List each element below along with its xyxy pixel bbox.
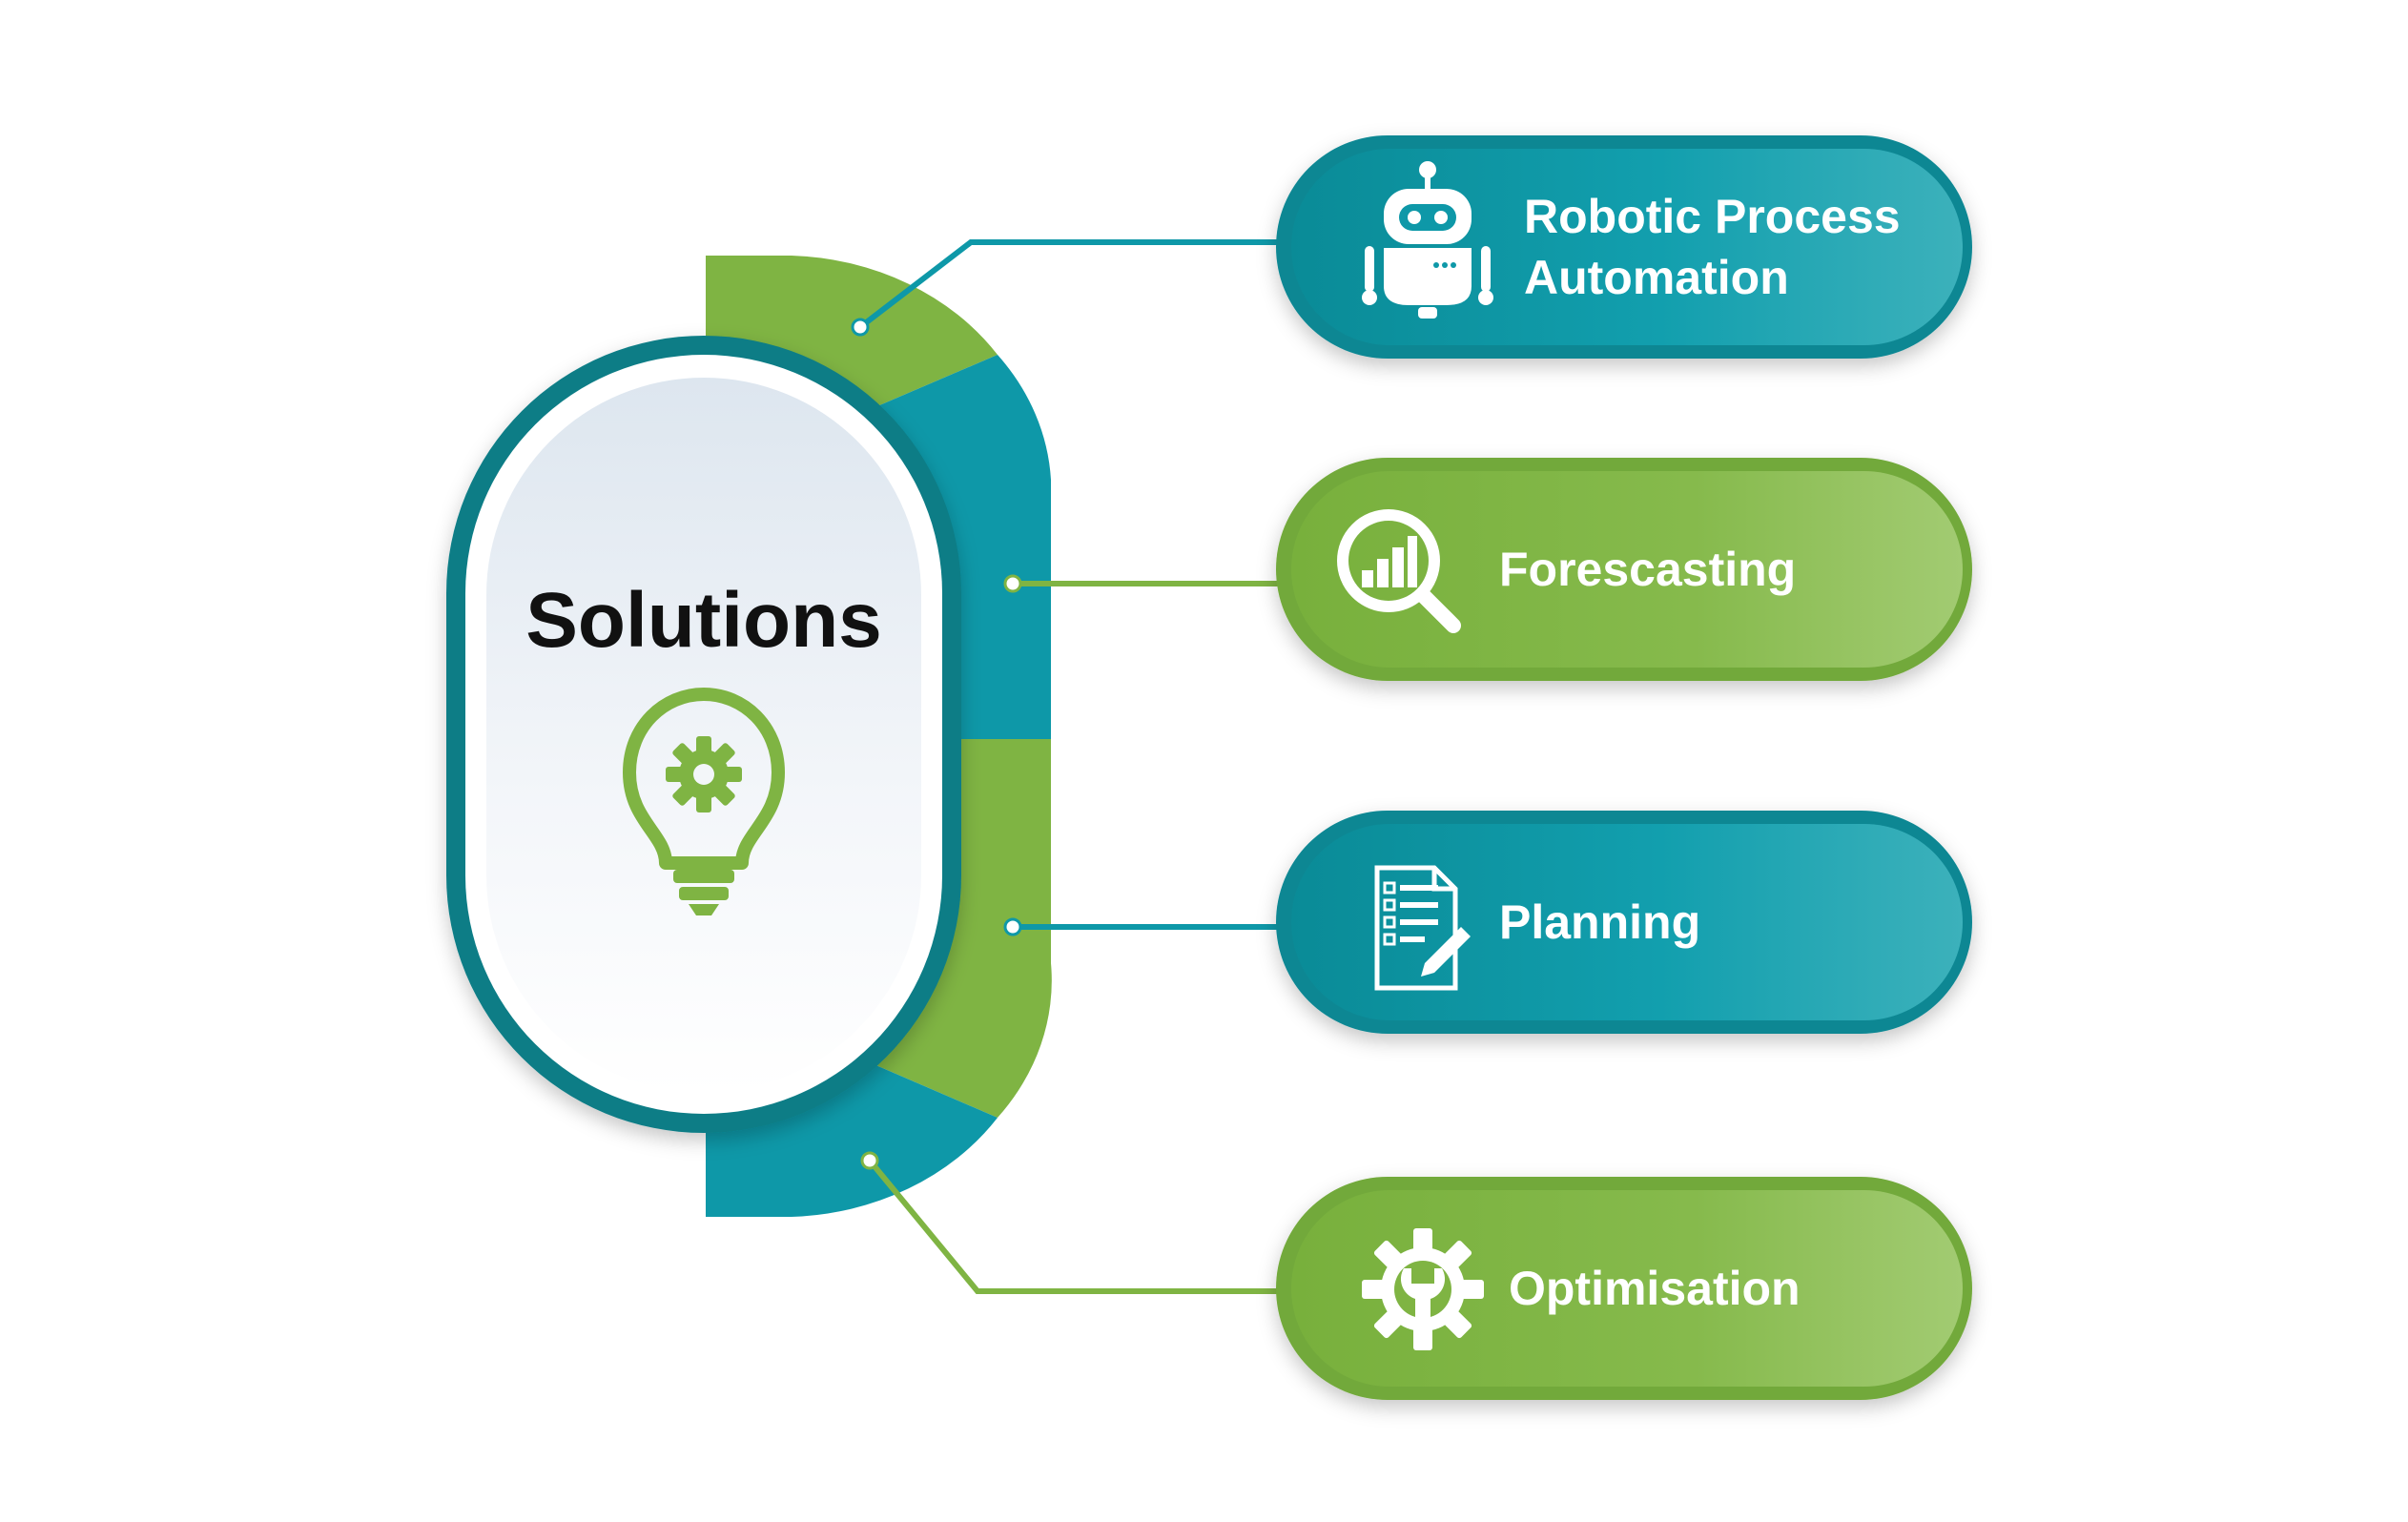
item-label-line: Planning: [1499, 895, 1700, 949]
connectors: [851, 239, 1278, 1294]
connector-4: [867, 1159, 1278, 1294]
lightbulb-gear-icon: [623, 688, 785, 915]
connector-dot-2: [1003, 574, 1022, 593]
magnifier-chart-icon: [1337, 509, 1461, 633]
connector-dot-3: [1003, 917, 1022, 936]
item-robotic-process-automation: Robotic Process Automation: [1276, 135, 1972, 359]
hub-inner-panel: [486, 378, 921, 1093]
connector-1: [858, 239, 1278, 330]
solutions-hub: Solutions: [446, 336, 961, 1133]
gear-wrench-icon: [1362, 1228, 1484, 1350]
connector-dot-1: [851, 318, 870, 337]
item-label-line: Robotic Process: [1524, 190, 1901, 243]
checklist-pencil-icon: [1374, 865, 1471, 991]
item-forescasting: Forescasting: [1276, 458, 1972, 681]
item-label-line: Forescasting: [1499, 543, 1796, 596]
item-optimisation: Optimisation: [1276, 1177, 1972, 1400]
robot-icon: [1362, 161, 1493, 319]
connector-dot-4: [860, 1151, 879, 1170]
item-label-line: Automation: [1524, 251, 1789, 304]
item-label-line: Optimisation: [1509, 1262, 1801, 1315]
item-planning: Planning: [1276, 811, 1972, 1034]
hub-title: Solutions: [525, 577, 882, 664]
